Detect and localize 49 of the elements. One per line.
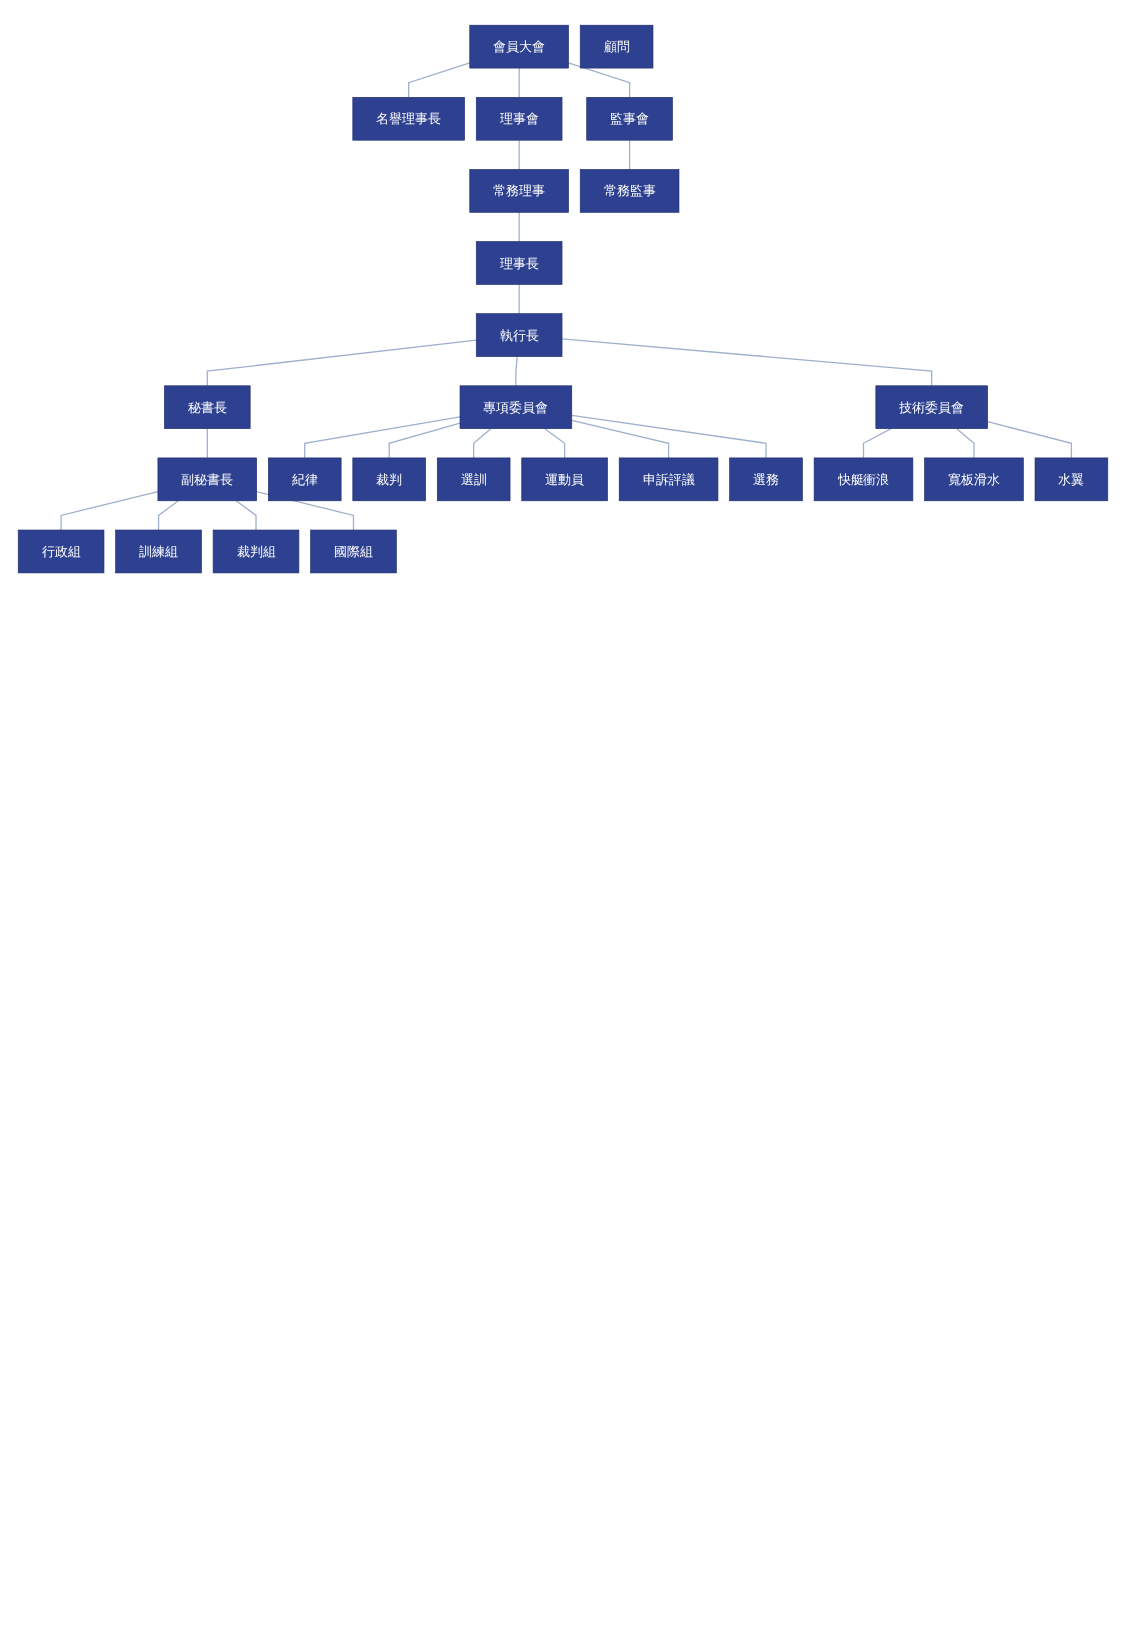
node-box: 會員大會 [468,24,569,69]
connector [206,428,208,459]
node-box: 監事會 [585,97,673,141]
node-box: 理事長 [475,241,562,285]
node-box: 執行長 [475,313,562,357]
connector [235,500,257,531]
connector [862,428,892,459]
connector [518,283,520,315]
connector [472,428,491,459]
node-box: 快艇衝浪 [813,457,913,502]
connector [570,414,767,459]
node-box: 常務理事 [468,169,569,213]
node-box: 副秘書長 [157,457,257,502]
connector [518,211,520,243]
node-box: 行政組 [17,529,104,574]
connector [518,139,520,171]
connector [570,419,669,459]
node-box: 選務 [728,457,803,502]
connector [59,490,159,531]
node-box: 選訓 [436,457,510,502]
connector [518,67,520,98]
node-box: 申訴評議 [618,457,718,502]
node-box: 運動員 [520,457,608,502]
connector [986,421,1072,459]
connector [407,62,470,98]
node-box: 裁判組 [212,529,299,574]
node-box: 紀律 [267,457,341,502]
node-box: 技術委員會 [875,385,988,429]
node-box: 顧問 [579,24,653,69]
connector [628,139,630,171]
connector [157,500,179,531]
connector [955,428,975,459]
node-box: 訓練組 [114,529,202,574]
connector [560,338,932,387]
node-box: 裁判 [352,457,426,502]
node-box: 國際組 [309,529,397,574]
node-box: 名譽理事長 [352,97,465,141]
connector [206,339,477,387]
node-box: 秘書長 [163,385,250,429]
node-box: 專項委員會 [459,385,572,429]
connector [388,422,461,459]
connector [303,416,461,459]
node-box: 理事會 [475,97,562,141]
connector [514,355,518,387]
node-box: 寬板滑水 [923,457,1024,502]
node-box: 水翼 [1034,457,1108,502]
node-box: 常務監事 [579,169,679,213]
connector [543,428,565,459]
connector [567,62,630,98]
